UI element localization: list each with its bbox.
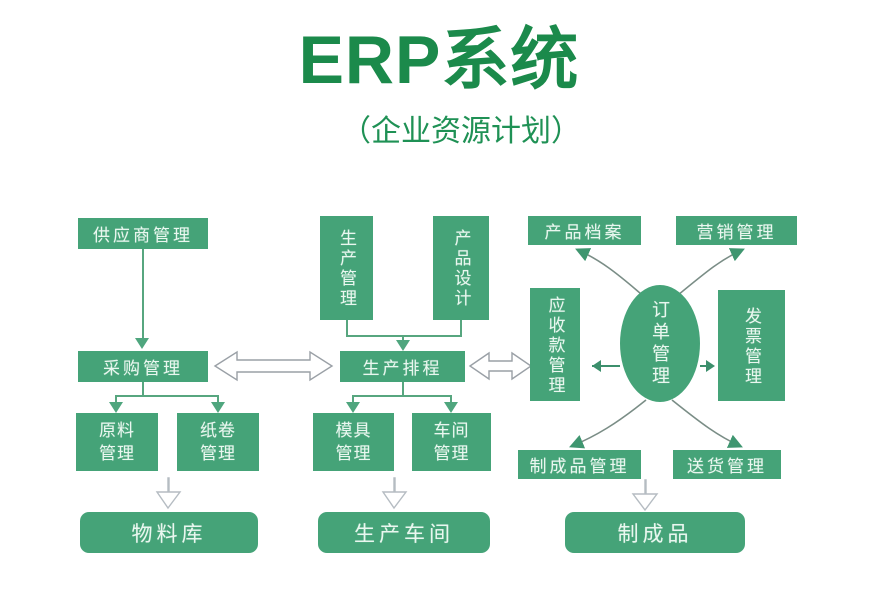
page-subtitle-text: （企业资源计划） xyxy=(341,115,581,148)
line-purchase-down xyxy=(142,382,144,396)
hollow-arrow-to-plant xyxy=(381,477,408,510)
line-production-merge xyxy=(346,335,462,337)
page-subtitle: （企业资源计划） xyxy=(0,114,878,150)
arrowhead-to-workshop xyxy=(444,402,458,413)
arc-order-to-product-archive xyxy=(575,248,649,301)
box-paper-roll-management[interactable]: 纸卷 管理 xyxy=(177,413,259,471)
box-production-management[interactable]: 生产管理 xyxy=(320,216,373,320)
arc-order-to-finished-mgmt xyxy=(569,399,647,449)
line-scheduling-left-drop xyxy=(352,395,354,405)
arrowhead-to-mould xyxy=(346,402,360,413)
arrowhead-supplier-to-purchase xyxy=(135,338,149,349)
ellipse-order-management[interactable]: 订单管理 xyxy=(620,285,700,402)
double-arrow-purchase-scheduling xyxy=(213,350,334,382)
box-receivables-management[interactable]: 应收款管理 xyxy=(530,288,580,401)
box-production-plant[interactable]: 生产车间 xyxy=(318,512,490,553)
line-purchase-left-drop xyxy=(115,395,117,405)
box-product-design[interactable]: 产品设计 xyxy=(433,216,489,320)
page-title: ERP系统 xyxy=(298,22,580,98)
box-product-archive[interactable]: 产品档案 xyxy=(528,216,641,245)
double-arrow-scheduling-receivables xyxy=(468,351,533,381)
line-purchase-right-drop xyxy=(217,395,219,405)
line-purchase-split xyxy=(115,395,219,397)
arrowhead-order-to-receivables xyxy=(592,360,601,372)
box-purchase-management[interactable]: 采购管理 xyxy=(78,351,208,382)
arrowhead-to-paper-roll xyxy=(211,402,225,413)
line-scheduling-down xyxy=(402,382,404,396)
box-material-management[interactable]: 原料 管理 xyxy=(76,413,158,471)
hollow-arrow-to-finished-goods xyxy=(631,479,659,512)
box-supplier-management[interactable]: 供应商管理 xyxy=(78,218,208,249)
box-finished-goods-management[interactable]: 制成品管理 xyxy=(518,450,641,479)
arrowhead-order-to-invoice xyxy=(706,360,715,372)
box-delivery-management[interactable]: 送货管理 xyxy=(673,450,781,479)
arrowhead-to-material xyxy=(109,402,123,413)
line-supplier-to-purchase xyxy=(142,249,144,341)
box-finished-goods[interactable]: 制成品 xyxy=(565,512,745,553)
hollow-arrow-to-warehouse xyxy=(155,477,182,510)
box-material-warehouse[interactable]: 物料库 xyxy=(80,512,258,553)
line-merge-to-scheduling xyxy=(402,335,404,343)
box-production-scheduling[interactable]: 生产排程 xyxy=(340,351,465,382)
box-workshop-management[interactable]: 车间 管理 xyxy=(412,413,491,471)
line-production-mgmt-down xyxy=(346,320,348,336)
line-product-design-down xyxy=(460,320,462,336)
box-mould-management[interactable]: 模具 管理 xyxy=(313,413,394,471)
line-scheduling-split xyxy=(352,395,452,397)
line-scheduling-right-drop xyxy=(450,395,452,405)
arrowhead-to-scheduling xyxy=(396,340,410,351)
box-invoice-management[interactable]: 发票管理 xyxy=(718,290,785,401)
box-marketing-management[interactable]: 营销管理 xyxy=(676,216,797,245)
arc-order-to-delivery xyxy=(671,399,743,448)
